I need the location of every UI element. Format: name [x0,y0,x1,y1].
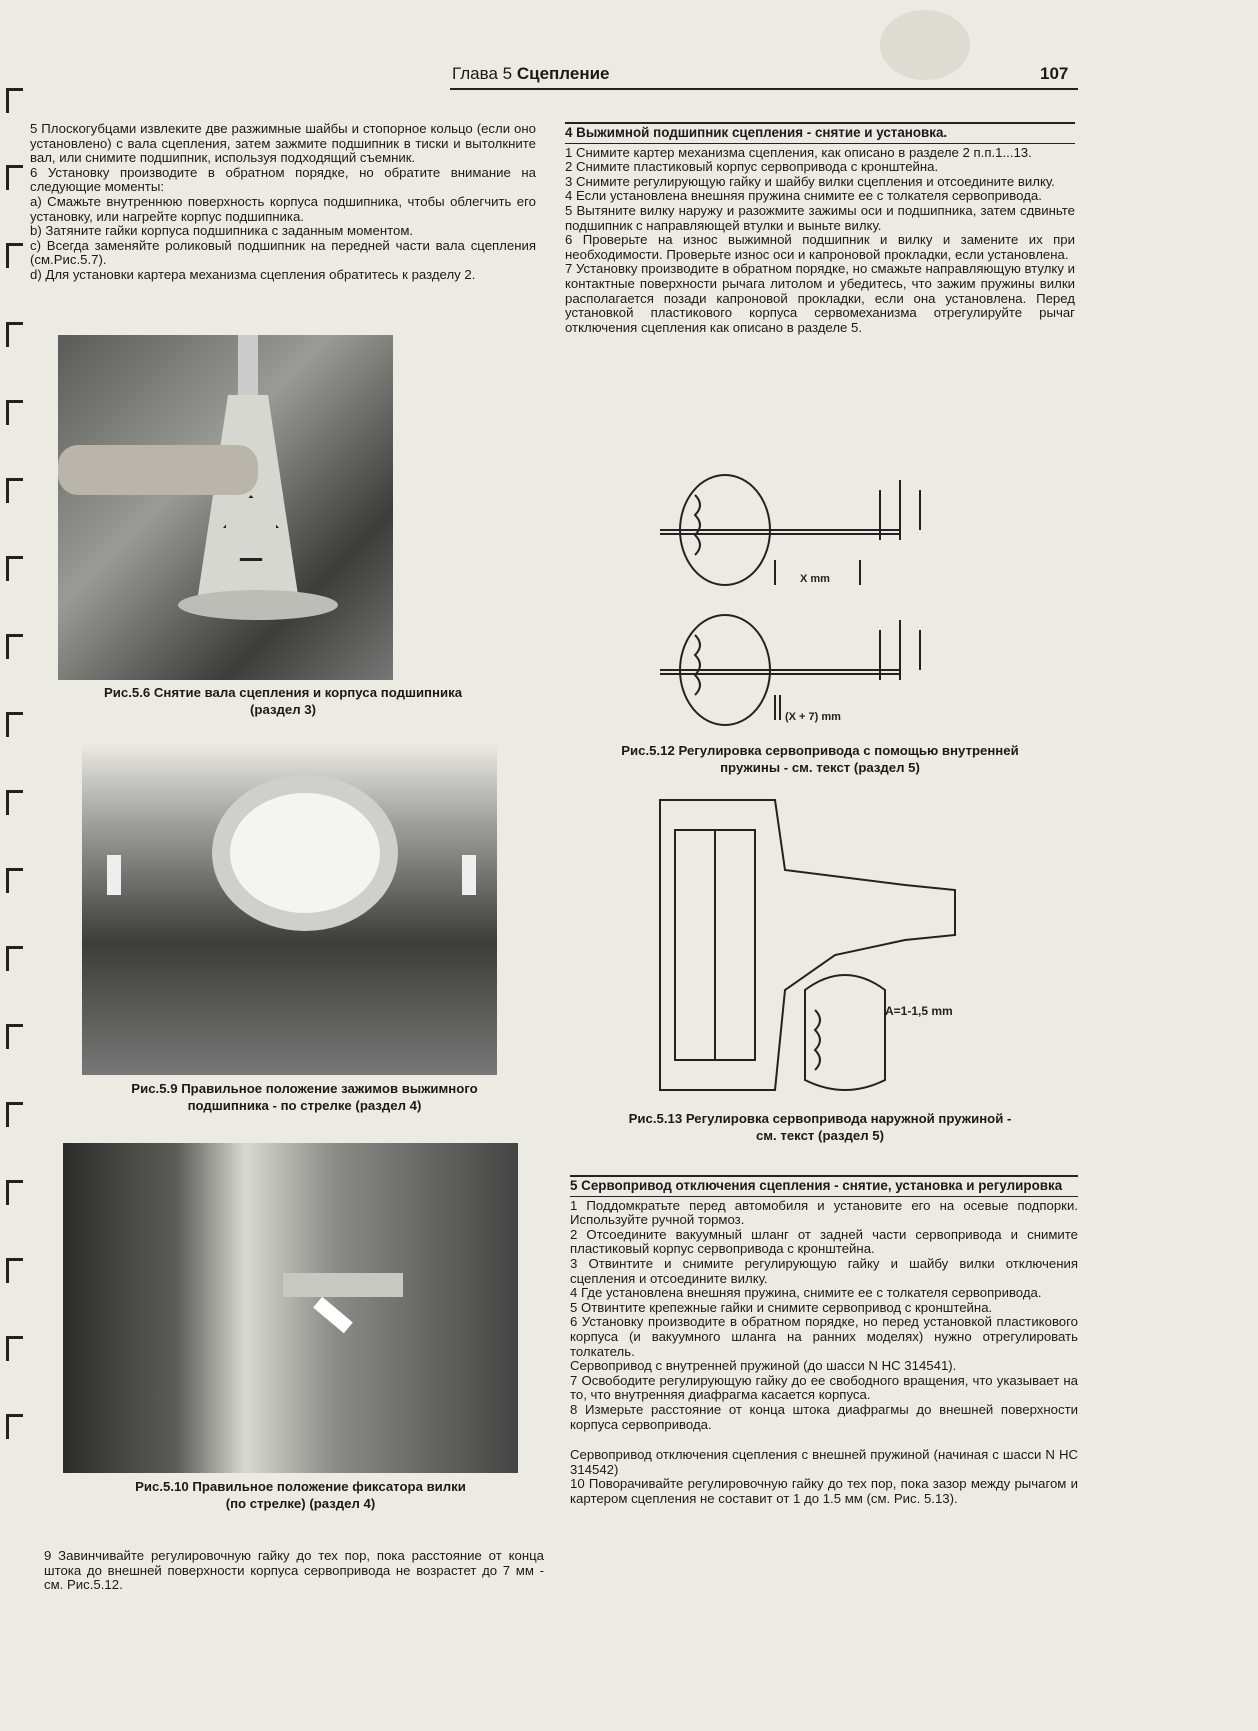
binding-hole [6,478,23,503]
binding-hole [6,400,23,425]
caption-line: Рис.5.12 Регулировка сервопривода с помо… [621,743,1019,758]
figure-5-6-caption: Рис.5.6 Снятие вала сцепления и корпуса … [58,684,508,718]
paragraph: 7 Установку производите в обратном поряд… [565,261,1075,335]
subheading-external-spring: Сервопривод отключения сцепления с внешн… [570,1447,1078,1477]
caption-line: (раздел 3) [250,702,316,717]
binding-hole [6,556,23,581]
paragraph: 2 Снимите пластиковый корпус сервопривод… [565,159,939,175]
paragraph: 3 Снимите регулирующую гайку и шайбу вил… [565,173,1055,189]
paragraph: 6 Проверьте на износ выжимной подшипник … [565,232,1075,262]
paragraph: d) Для установки картера механизма сцепл… [30,266,476,282]
paragraph: c) Всегда заменяйте роликовый подшипник … [30,237,536,268]
section-5: 5 Сервопривод отключения сцепления - сня… [570,1175,1078,1506]
section-5-title: 5 Сервопривод отключения сцепления - сня… [570,1175,1078,1197]
chapter-prefix: Глава 5 [452,64,513,83]
binding-hole [6,868,23,893]
header-rule [450,88,1078,90]
caption-line: Рис.5.10 Правильное положение фиксатора … [135,1479,466,1494]
binding-hole [6,1414,23,1439]
caption-line: Рис.5.6 Снятие вала сцепления и корпуса … [103,685,463,700]
caption-line: см. текст (раздел 5) [755,1128,885,1143]
caption-line: (по стрелке) (раздел 4) [225,1496,376,1511]
paragraph: 6 Установку производите в обратном поряд… [30,164,536,195]
paragraph: Сервопривод с внутренней пружиной (до ша… [570,1358,957,1374]
section-4: 4 Выжимной подшипник сцепления - снятие … [565,122,1075,335]
caption-line: Рис.5.13 Регулировка сервопривода наружн… [628,1111,1012,1126]
figure-5-10-caption: Рис.5.10 Правильное положение фиксатора … [63,1478,538,1512]
figure-5-10-photo [63,1143,518,1473]
paragraph: 5 Плоскогубцами извлеките две разжимные … [30,121,536,166]
servo-lower [660,614,921,726]
paragraph: 4 Где установлена внешняя пружина, сними… [570,1285,1042,1301]
label-x-mm: X mm [800,573,830,585]
left-intro-text: 5 Плоскогубцами извлеките две разжимные … [30,121,536,283]
caption-line: подшипника - по стрелке (раздел 4) [187,1098,422,1113]
figure-5-13-diagram: A=1-1,5 mm [659,799,956,1091]
paragraph: 1 Поддомкратьте перед автомобиля и устан… [570,1197,1078,1228]
paragraph: 10 Поворачивайте регулировочную гайку до… [570,1476,1078,1506]
binding-hole [6,1180,23,1205]
arrow-icon [313,1296,353,1334]
figure-5-9-caption: Рис.5.9 Правильное положение зажимов выж… [82,1080,527,1114]
paragraph: b) Затяните гайки корпуса подшипника с з… [30,223,414,239]
paragraph: a) Смажьте внутреннюю поверхность корпус… [30,193,536,224]
paragraph: 6 Установку производите в обратном поряд… [570,1314,1078,1359]
figure-5-12-caption: Рис.5.12 Регулировка сервопривода с помо… [565,742,1075,776]
figure-5-9-photo [82,745,497,1075]
servo-upper [660,474,921,586]
binding-hole [6,243,23,268]
paragraph: 1 Снимите картер механизма сцепления, ка… [565,144,1032,160]
figure-5-13-caption: Рис.5.13 Регулировка сервопривода наружн… [565,1110,1075,1144]
binding-hole [6,1024,23,1049]
binding-hole [6,1258,23,1283]
paragraph: 8 Измерьте расстояние от конца штока диа… [570,1401,1078,1432]
chapter-name: Сцепление [516,64,610,83]
page-number: 107 [1040,64,1069,83]
binding-hole [6,1102,23,1127]
label-x-plus-7-mm: (X + 7) mm [785,711,841,723]
paragraph: 4 Если установлена внешняя пружина сними… [565,188,1042,204]
binding-hole [6,946,23,971]
scan-stain [880,10,970,80]
binding-hole [6,322,23,347]
binding-hole [6,634,23,659]
paragraph: 3 Отвинтите и снимите регулирующую гайку… [570,1255,1078,1286]
caption-line: Рис.5.9 Правильное положение зажимов выж… [131,1081,478,1096]
binding-hole [6,712,23,737]
binding-hole [6,790,23,815]
figure-5-6-photo [58,335,393,680]
paragraph: 2 Отсоедините вакуумный шланг от задней … [570,1226,1078,1257]
paragraph-9: 9 Завинчивайте регулировочную гайку до т… [44,1548,544,1593]
section-4-title: 4 Выжимной подшипник сцепления - снятие … [565,122,1075,144]
up-arrow-icon [462,855,476,895]
paragraph: 7 Освободите регулирующую гайку до ее св… [570,1372,1078,1403]
binding-hole [6,88,23,113]
paragraph: 5 Вытяните вилку наружу и разожмите зажи… [565,202,1075,233]
paragraph: 5 Отвинтите крепежные гайки и снимите се… [570,1299,993,1315]
chapter-title: Глава 5 Сцепление [452,64,610,84]
binding-hole [6,1336,23,1361]
binding-hole [6,165,23,190]
up-arrow-icon [107,855,121,895]
up-arrow-icon [223,495,279,561]
figure-5-12-diagram: X mm (X + 7) mm [660,474,921,726]
label-gap-a: A=1-1,5 mm [885,1004,953,1018]
caption-line: пружины - см. текст (раздел 5) [720,760,920,775]
